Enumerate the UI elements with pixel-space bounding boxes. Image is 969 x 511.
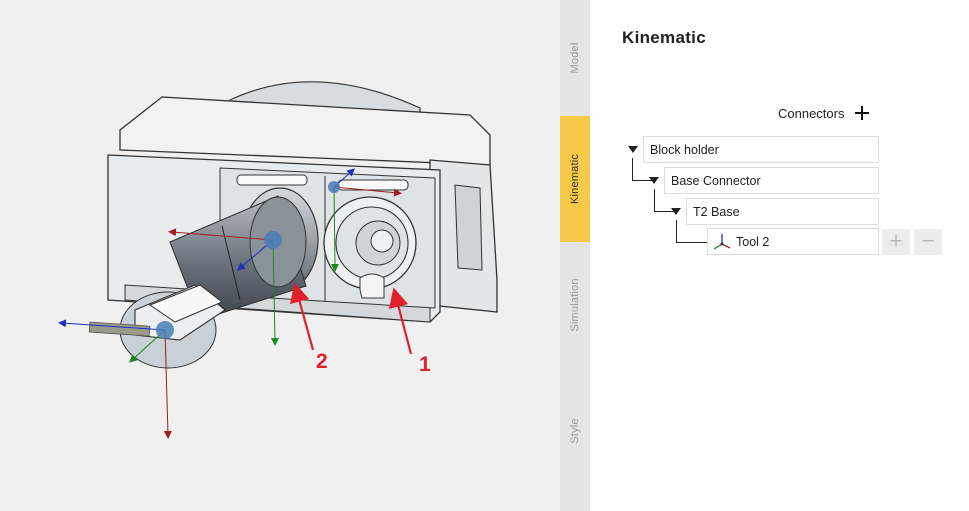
plus-icon: + bbox=[888, 230, 904, 252]
annotation-arrow-1 bbox=[388, 287, 413, 355]
annotation-label-2: 2 bbox=[316, 350, 328, 373]
tab-kinematic[interactable]: Kinematic bbox=[560, 116, 590, 242]
tree-node-t2-base[interactable]: T2 Base bbox=[686, 198, 879, 225]
model-render bbox=[58, 81, 498, 439]
tree-node-block-holder[interactable]: Block holder bbox=[643, 136, 879, 163]
add-child-button[interactable]: + bbox=[882, 229, 910, 255]
annotation-arrow-2 bbox=[290, 282, 315, 351]
tree-row-base-connector: Base Connector bbox=[590, 167, 969, 195]
tab-style-label: Style bbox=[569, 418, 581, 444]
tree-node-base-connector[interactable]: Base Connector bbox=[664, 167, 879, 194]
tab-simulation[interactable]: Simulation bbox=[560, 242, 590, 368]
tree-row-block-holder: Block holder bbox=[590, 136, 969, 164]
axes-icon bbox=[713, 234, 731, 250]
tree-connector-line bbox=[654, 189, 675, 212]
side-tab-strip: Model Kinematic Simulation Style bbox=[560, 0, 590, 511]
tab-style[interactable]: Style bbox=[560, 368, 590, 494]
tool-2-label: Tool 2 bbox=[736, 235, 770, 249]
caret-down-icon[interactable] bbox=[649, 177, 659, 184]
tab-simulation-label: Simulation bbox=[569, 278, 581, 332]
caret-down-icon[interactable] bbox=[628, 146, 638, 153]
tab-model-label: Model bbox=[569, 42, 581, 74]
caret-down-icon[interactable] bbox=[671, 208, 681, 215]
remove-node-button[interactable]: − bbox=[914, 229, 942, 255]
minus-icon: − bbox=[920, 230, 936, 252]
3d-viewport[interactable]: 2 1 bbox=[0, 0, 560, 511]
annotation-label-1: 1 bbox=[419, 353, 431, 376]
tree-connector-line bbox=[632, 158, 653, 181]
panel-title: Kinematic bbox=[622, 28, 706, 47]
tree-row-tool-2: Tool 2 + − bbox=[590, 228, 969, 256]
connectors-label: Connectors bbox=[778, 105, 845, 121]
tree-node-tool-2[interactable]: Tool 2 bbox=[707, 228, 879, 255]
kinematic-panel: Kinematic Connectors Block holder Base C… bbox=[590, 0, 969, 511]
tab-model[interactable]: Model bbox=[560, 0, 590, 116]
top-slab bbox=[119, 96, 491, 166]
add-connector-button[interactable] bbox=[854, 105, 870, 121]
tree-row-t2-base: T2 Base bbox=[590, 198, 969, 226]
tree-connector-line bbox=[676, 220, 707, 243]
tab-kinematic-label: Kinematic bbox=[569, 153, 581, 205]
connectors-header: Connectors bbox=[778, 105, 870, 121]
